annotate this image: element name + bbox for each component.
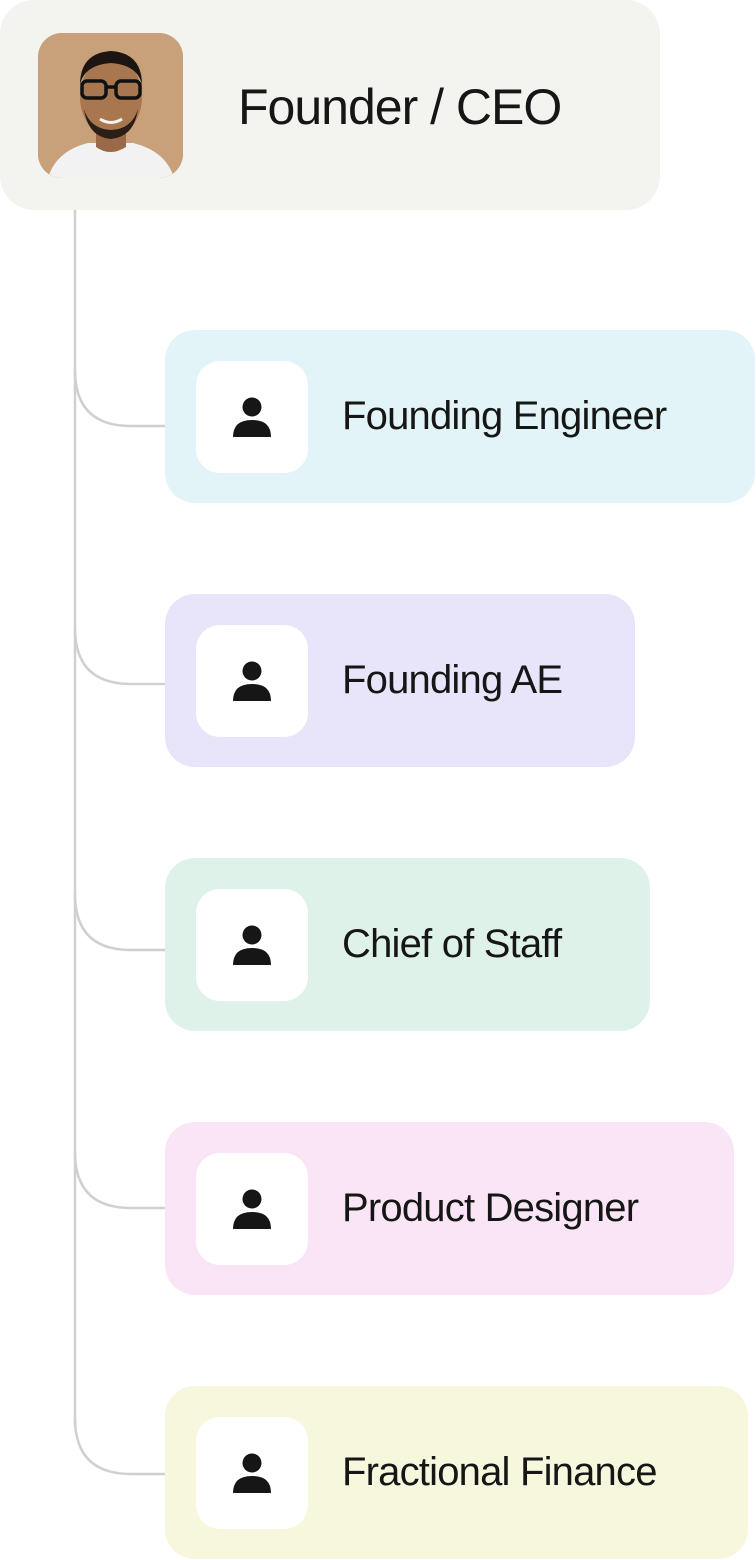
role-icon-container xyxy=(196,625,308,737)
role-card-chief-of-staff[interactable]: Chief of Staff xyxy=(165,858,650,1031)
role-label: Founding Engineer xyxy=(342,394,667,438)
role-icon-container xyxy=(196,889,308,1001)
branch-line-3 xyxy=(73,893,170,952)
branch-line-1 xyxy=(73,369,170,428)
role-card-fractional-finance[interactable]: Fractional Finance xyxy=(165,1386,748,1559)
person-icon xyxy=(233,1453,271,1493)
founder-avatar-illustration xyxy=(38,33,183,178)
person-icon xyxy=(233,1189,271,1229)
founder-card[interactable]: Founder / CEO xyxy=(0,0,660,210)
role-icon-container xyxy=(196,1153,308,1265)
branch-line-5 xyxy=(73,1417,170,1476)
person-icon xyxy=(233,397,271,437)
person-icon xyxy=(233,925,271,965)
role-card-product-designer[interactable]: Product Designer xyxy=(165,1122,734,1295)
branch-line-4 xyxy=(73,1151,170,1210)
role-card-founding-engineer[interactable]: Founding Engineer xyxy=(165,330,755,503)
founder-title: Founder / CEO xyxy=(238,79,562,135)
role-label: Product Designer xyxy=(342,1186,639,1230)
role-label: Fractional Finance xyxy=(342,1450,657,1494)
role-icon-container xyxy=(196,1417,308,1529)
person-icon xyxy=(233,661,271,701)
role-card-founding-ae[interactable]: Founding AE xyxy=(165,594,635,767)
branch-line-2 xyxy=(73,627,170,686)
founder-photo xyxy=(38,33,183,178)
role-label: Founding AE xyxy=(342,658,563,702)
role-icon-container xyxy=(196,361,308,473)
role-label: Chief of Staff xyxy=(342,922,562,966)
